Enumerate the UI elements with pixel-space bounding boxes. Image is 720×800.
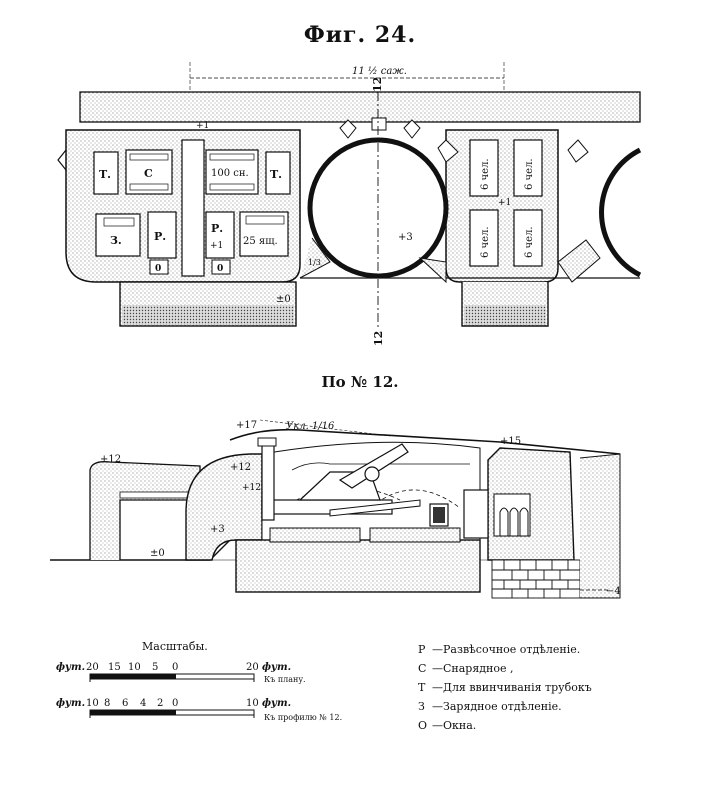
plan-tick-5: 5	[152, 662, 158, 673]
profile-scale-end: 10	[246, 698, 259, 709]
legend-text: Снарядное ,	[443, 662, 514, 675]
profile-tick-0: 0	[172, 698, 178, 709]
legend-text: Зарядное отдѣленіе.	[443, 700, 562, 713]
legend-item: О—Окна.	[418, 716, 592, 735]
legend-item: Т—Для ввинчиванія трубокъ	[418, 678, 592, 697]
profile-drawing: Укл. 1/16 +12 +12 +12 +17 +3 +15	[50, 419, 621, 599]
profile-slope-label: Укл. 1/16	[286, 421, 335, 432]
slope-plan: 1/3	[308, 258, 321, 267]
elev-zero-plan: ±0	[276, 294, 291, 305]
room-c3: 6 чел.	[480, 226, 491, 258]
room-c: С	[144, 167, 153, 180]
legend-key: С	[418, 662, 427, 675]
profile-scale-unit: фут.	[56, 698, 85, 709]
figure-title: Фиг. 24.	[303, 22, 417, 48]
room-t-right: Т.	[270, 168, 282, 181]
profile-tick-10: 10	[86, 698, 99, 709]
plan-tick-15: 15	[108, 662, 121, 673]
elev-plus12-left: +12	[100, 454, 121, 465]
scale-bars: Масштабы. фут. 20 15 10 5 0 20 фут. Къ п…	[56, 640, 342, 722]
room-p-left: Р.	[154, 230, 166, 243]
plan-scale-caption: Къ плану.	[264, 675, 306, 684]
room-t-left: Т.	[99, 168, 111, 181]
elev-minus4: −4	[606, 586, 621, 597]
legend-item: З—Зарядное отдѣленіе.	[418, 697, 592, 716]
room-c1: 6 чел.	[480, 158, 491, 190]
plan-tick-10: 10	[128, 662, 141, 673]
plan-tick-20: 20	[86, 662, 99, 673]
elev-plus1-top: +1	[196, 121, 209, 131]
room-p-right: Р.	[211, 222, 223, 235]
plan-scale-end: 20	[246, 662, 259, 673]
plan-scale-end-unit: фут.	[262, 662, 291, 673]
legend-item: Р—Развѣсочное отдѣленіе.	[418, 640, 592, 659]
room-z: З.	[110, 234, 122, 247]
room-box-25: 25 ящ.	[243, 236, 278, 247]
section-mark-top: 12	[371, 77, 384, 92]
legend-key: З	[418, 700, 425, 713]
profile-scale-end-unit: фут.	[262, 698, 291, 709]
elev-plus17: +17	[236, 420, 257, 431]
elev-zero-profile: ±0	[150, 548, 165, 559]
scales-title: Масштабы.	[142, 640, 208, 653]
legend-text: Для ввинчиванія трубокъ	[443, 681, 592, 694]
span-label: 11 ½ саж.	[352, 66, 407, 77]
profile-tick-4: 4	[140, 698, 146, 709]
plan-tick-0: 0	[172, 662, 178, 673]
room-plus1: +1	[210, 241, 223, 251]
legend-item: С—Снарядное ,	[418, 659, 592, 678]
plan-drawing: 11 ½ саж. 12 12 Т. С 100 сн. Т. З. Р. Р.	[57, 62, 642, 346]
plan-scale-unit: фут.	[56, 662, 85, 673]
room-c2: 6 чел.	[524, 158, 535, 190]
room-o-right: 0	[217, 264, 223, 274]
profile-tick-8: 8	[104, 698, 110, 709]
room-c4: 6 чел.	[524, 226, 535, 258]
legend: Р—Развѣсочное отдѣленіе. С—Снарядное , Т…	[418, 640, 592, 735]
elev-plus1-case: +1	[498, 198, 511, 208]
profile-tick-6: 6	[122, 698, 128, 709]
elev-plus3-profile: +3	[210, 524, 225, 535]
profile-tick-2: 2	[157, 698, 163, 709]
section-mark-bottom: 12	[372, 331, 385, 346]
profile-scale-caption: Къ профилю № 12.	[264, 713, 342, 722]
room-o-left: 0	[155, 264, 161, 274]
legend-key: Т	[418, 681, 426, 694]
elev-plus12-mid: +12	[230, 462, 251, 473]
elev-plus3: +3	[398, 232, 413, 243]
room-center-box: 100 сн.	[211, 168, 249, 179]
elev-plus12-low: +12	[242, 483, 261, 493]
legend-key: Р	[418, 643, 426, 656]
elev-plus15: +15	[500, 436, 521, 447]
section-title: По № 12.	[321, 373, 399, 391]
legend-key: О	[418, 719, 428, 732]
legend-text: Развѣсочное отдѣленіе.	[443, 643, 581, 656]
legend-text: Окна.	[443, 719, 477, 732]
